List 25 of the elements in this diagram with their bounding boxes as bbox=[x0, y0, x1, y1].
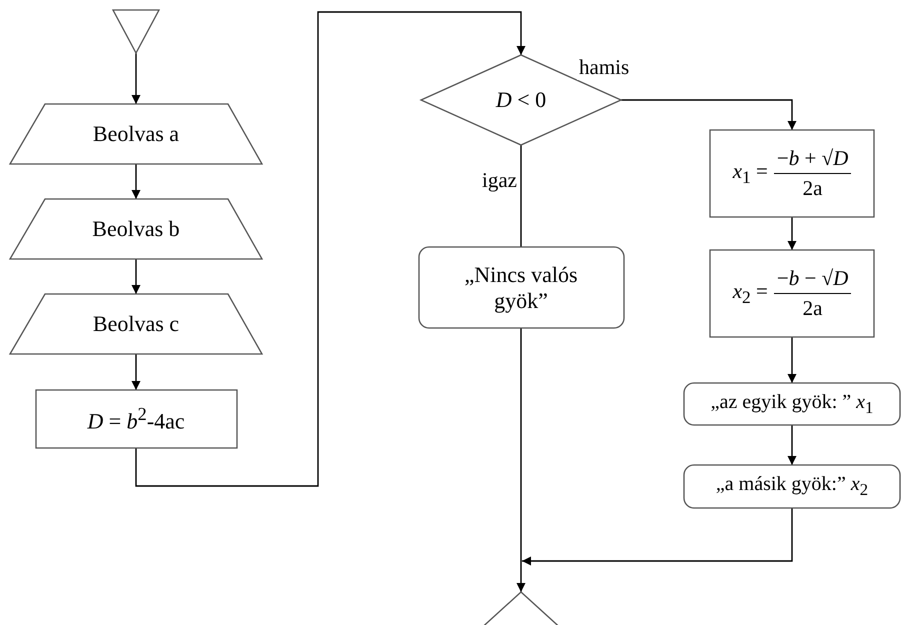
arrow bbox=[132, 259, 140, 294]
numerator-text: −b − √D bbox=[774, 266, 852, 294]
arrow bbox=[522, 508, 793, 566]
node-text: D = b$^{2}$-4ac bbox=[87, 404, 185, 434]
node-text: „Nincs valós gyök” bbox=[463, 262, 579, 313]
arrow bbox=[621, 99, 796, 130]
numerator-text: −b + √D bbox=[774, 146, 852, 174]
formula-text: x$_{1}$ = bbox=[732, 158, 768, 188]
arrow bbox=[788, 217, 796, 250]
arrow bbox=[132, 164, 140, 199]
arrow bbox=[788, 425, 796, 465]
arrow bbox=[132, 354, 140, 390]
node-text: D < 0 bbox=[496, 87, 546, 113]
arrow bbox=[788, 337, 796, 383]
denominator-text: 2a bbox=[802, 175, 822, 201]
node-text: Beolvas a bbox=[92, 121, 180, 147]
denominator-text: 2a bbox=[802, 295, 822, 321]
arrow bbox=[132, 53, 140, 104]
node-text: Beolvas b bbox=[92, 216, 180, 242]
node-text: Beolvas c bbox=[92, 311, 180, 337]
node-text: „a másik gyök:” x$_{2}$ bbox=[716, 473, 868, 500]
node-text: „az egyik gyök: ” x$_{1}$ bbox=[710, 390, 874, 418]
formula-text: x$_{2}$ = bbox=[732, 278, 768, 308]
arrow bbox=[135, 11, 526, 487]
arrow bbox=[516, 328, 526, 592]
